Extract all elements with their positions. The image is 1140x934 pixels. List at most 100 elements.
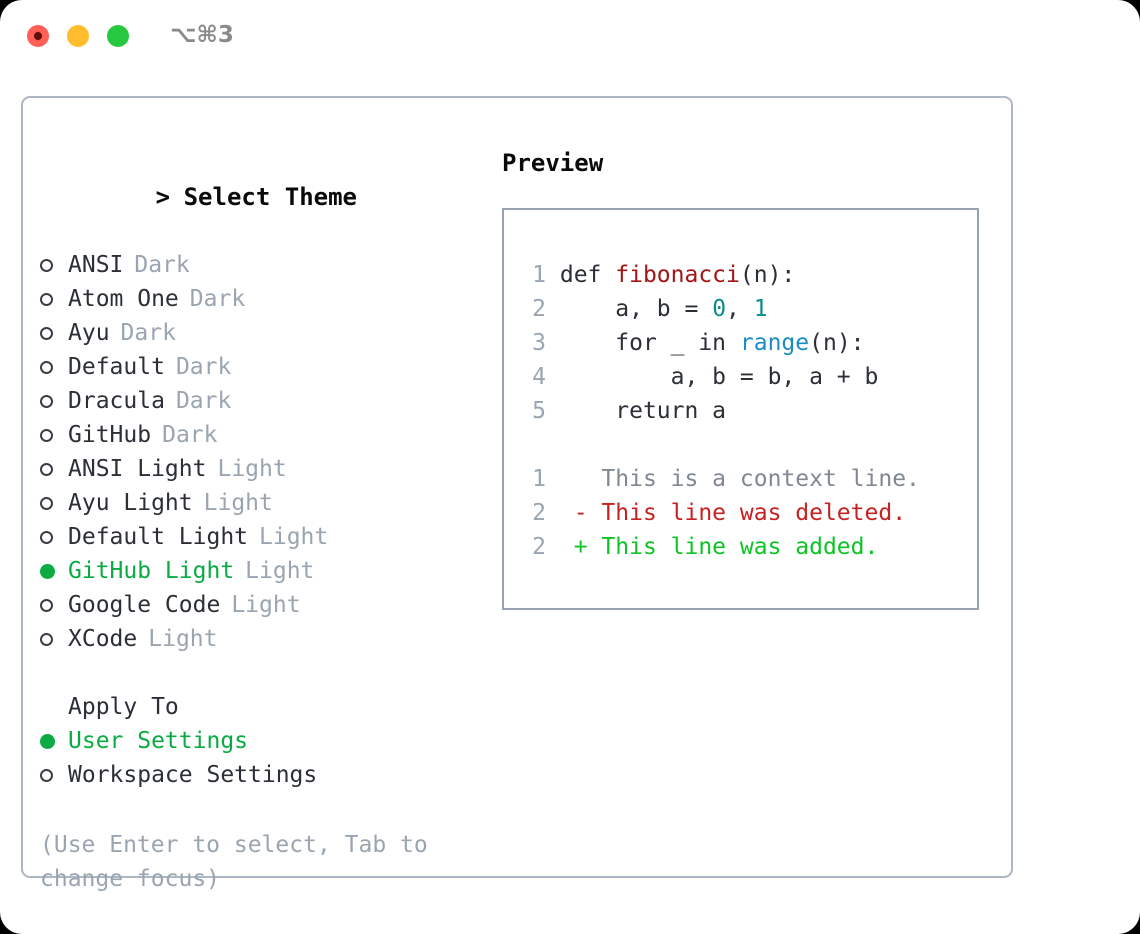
line-number: 2 [532,500,546,526]
diff-text: This is a context line. [587,466,920,492]
close-button[interactable] [27,25,49,47]
code-token: (n): [809,330,865,356]
theme-option-ansi[interactable]: ANSI Dark [40,248,492,282]
code-token: a, b = b, a + b [559,364,879,390]
preview-title: Preview [502,149,604,177]
theme-option-label: XCode [68,626,138,652]
radio-selected-icon [40,563,68,579]
theme-option-label: ANSI Light [68,456,207,482]
theme-option-label: Google Code [68,592,221,618]
code-blank-line [522,428,920,462]
code-token: a, b = [559,296,713,322]
theme-option-google-code[interactable]: Google Code Light [40,588,492,622]
theme-option-ayu-light[interactable]: Ayu Light Light [40,486,492,520]
theme-option-label: Atom One [68,286,179,312]
window-controls [27,25,129,47]
theme-option-label: Ayu Light [68,490,193,516]
theme-option-github-light[interactable]: GitHub Light Light [40,554,492,588]
radio-selected-icon [40,733,68,749]
theme-option-atom-one[interactable]: Atom One Dark [40,282,492,316]
theme-variant-tag: Dark [175,388,232,414]
line-number: 3 [532,330,546,356]
select-theme-title: Select Theme [183,183,357,211]
radio-unselected-icon [40,462,68,476]
code-token: return a [559,398,727,424]
theme-variant-tag: Dark [134,252,190,278]
radio-unselected-icon [40,258,68,272]
theme-variant-tag: Light [259,524,329,550]
apply-to-option-workspace-settings[interactable]: Workspace Settings [40,758,492,792]
theme-option-label: Ayu [68,320,110,346]
theme-option-xcode[interactable]: XCode Light [40,622,492,656]
diff-marker [574,466,588,492]
preview-column: Preview 1 def fibonacci(n):2 a, b = 0, 1… [502,146,992,610]
diff-line: 2 + This line was added. [522,530,920,564]
theme-variant-tag: Light [203,490,273,516]
code-token: (n): [739,262,796,288]
theme-option-label: ANSI [68,252,124,278]
theme-variant-tag: Light [148,626,218,652]
radio-unselected-icon [40,598,68,612]
theme-option-default[interactable]: Default Dark [40,350,492,384]
radio-unselected-icon [40,394,68,408]
theme-variant-tag: Light [245,558,315,584]
line-number: 1 [532,262,546,288]
diff-line: 1 This is a context line. [522,462,920,496]
apply-to-option-label: User Settings [68,728,249,754]
line-number: 5 [532,398,546,424]
diff-text: This line was added. [587,534,879,560]
code-token: def [559,262,616,288]
code-line: 1 def fibonacci(n): [522,258,920,292]
diff-marker: - [573,500,588,526]
keyboard-shortcut-label: ⌥⌘3 [170,22,234,48]
line-number: 2 [532,296,546,322]
diff-line: 2 - This line was deleted. [522,496,920,530]
theme-option-default-light[interactable]: Default Light Light [40,520,492,554]
radio-unselected-icon [40,292,68,306]
code-token: range [739,330,810,356]
theme-option-label: Default [68,354,165,380]
theme-option-label: GitHub [68,422,152,448]
theme-option-github[interactable]: GitHub Dark [40,418,492,452]
code-token: 0 [712,296,727,322]
maximize-button[interactable] [107,25,129,47]
keyboard-hint: (Use Enter to select, Tab to change focu… [40,832,442,892]
theme-option-label: Default Light [68,524,249,550]
radio-unselected-icon [40,768,68,782]
radio-unselected-icon [40,428,68,442]
code-line: 4 a, b = b, a + b [522,360,920,394]
theme-variant-tag: Light [217,456,287,482]
code-token: , [726,296,754,322]
radio-unselected-icon [40,496,68,510]
theme-variant-tag: Light [231,592,301,618]
theme-variant-tag: Dark [189,286,246,312]
code-line: 5 return a [522,394,920,428]
minimize-button[interactable] [67,25,89,47]
apply-to-option-label: Workspace Settings [68,762,318,788]
code-line: 2 a, b = 0, 1 [522,292,920,326]
radio-unselected-icon [40,530,68,544]
theme-option-ansi-light[interactable]: ANSI Light Light [40,452,492,486]
apply-to-header: Apply To [68,694,179,720]
theme-option-label: GitHub Light [68,558,235,584]
code-token: for _ in [559,330,740,356]
line-number: 4 [532,364,546,390]
code-token: fibonacci [615,262,740,288]
diff-text: This line was deleted. [587,500,907,526]
theme-variant-tag: Dark [175,354,232,380]
caret-icon: > [155,183,171,211]
apply-to-option-user-settings[interactable]: User Settings [40,724,492,758]
theme-variant-tag: Dark [162,422,218,448]
line-number: 2 [532,534,546,560]
title-bar: ⌥⌘3 [0,0,1140,76]
code-line: 3 for _ in range(n): [522,326,920,360]
line-number: 1 [532,466,546,492]
